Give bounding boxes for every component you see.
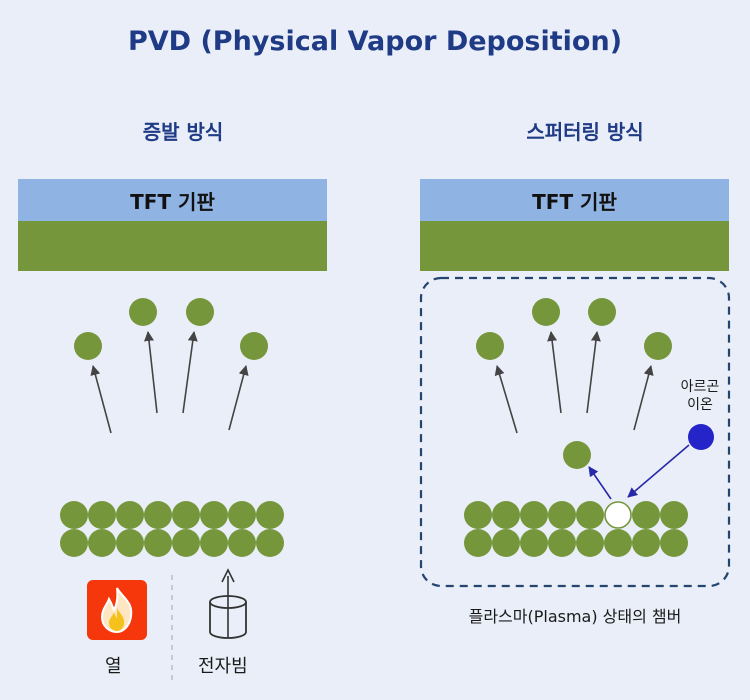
vapor-particle [186, 298, 214, 326]
substrate-label: TFT 기판 [18, 179, 327, 221]
trajectory-arrow [182, 331, 198, 414]
sputtered-particle [476, 332, 504, 360]
trajectory-arrow [144, 331, 158, 414]
trajectory-arrow [90, 365, 112, 434]
vapor-particle [74, 332, 102, 360]
heat-label: 열 [105, 656, 122, 677]
substrate-label: TFT 기판 [420, 179, 729, 221]
page-title: PVD (Physical Vapor Deposition) [127, 26, 623, 57]
electron-beam-label: 전자빔 [198, 656, 248, 677]
sputtered-particle [588, 298, 616, 326]
vacancy-site [604, 501, 632, 529]
sputtering-substrate: TFT 기판 [420, 179, 729, 271]
chamber-label: 플라스마(Plasma) 상태의 챔버 [468, 607, 682, 626]
argon-ion-label: 아르곤 이온 [665, 378, 735, 414]
ion-label-text: 아르곤 이온 [680, 379, 720, 413]
substrate-base [18, 221, 327, 271]
trajectory-arrow [547, 331, 562, 414]
substrate-base [420, 221, 729, 271]
evaporation-substrate: TFT 기판 [18, 179, 327, 271]
electron-beam-icon [203, 568, 253, 642]
source-material-grid [60, 501, 284, 557]
vapor-particle [240, 332, 268, 360]
argon-ion [688, 424, 714, 450]
sputtering-diagram [419, 276, 731, 588]
trajectory-arrow [633, 365, 654, 431]
evaporation-subtitle: 증발 방식 [142, 120, 224, 144]
evaporation-diagram [60, 298, 284, 685]
ejection-arrow [588, 466, 612, 500]
sputtered-particle [644, 332, 672, 360]
vapor-particle [129, 298, 157, 326]
ejected-particle [563, 441, 591, 469]
trajectory-arrow [494, 365, 518, 434]
ion-trajectory-arrow [627, 444, 690, 498]
trajectory-arrow [586, 331, 601, 414]
plasma-chamber [419, 276, 731, 588]
sputtered-particle [532, 298, 560, 326]
fire-icon [87, 580, 147, 640]
target-material-grid [464, 501, 688, 557]
sputtering-subtitle: 스퍼터링 방식 [526, 120, 644, 144]
trajectory-arrow [228, 365, 249, 431]
